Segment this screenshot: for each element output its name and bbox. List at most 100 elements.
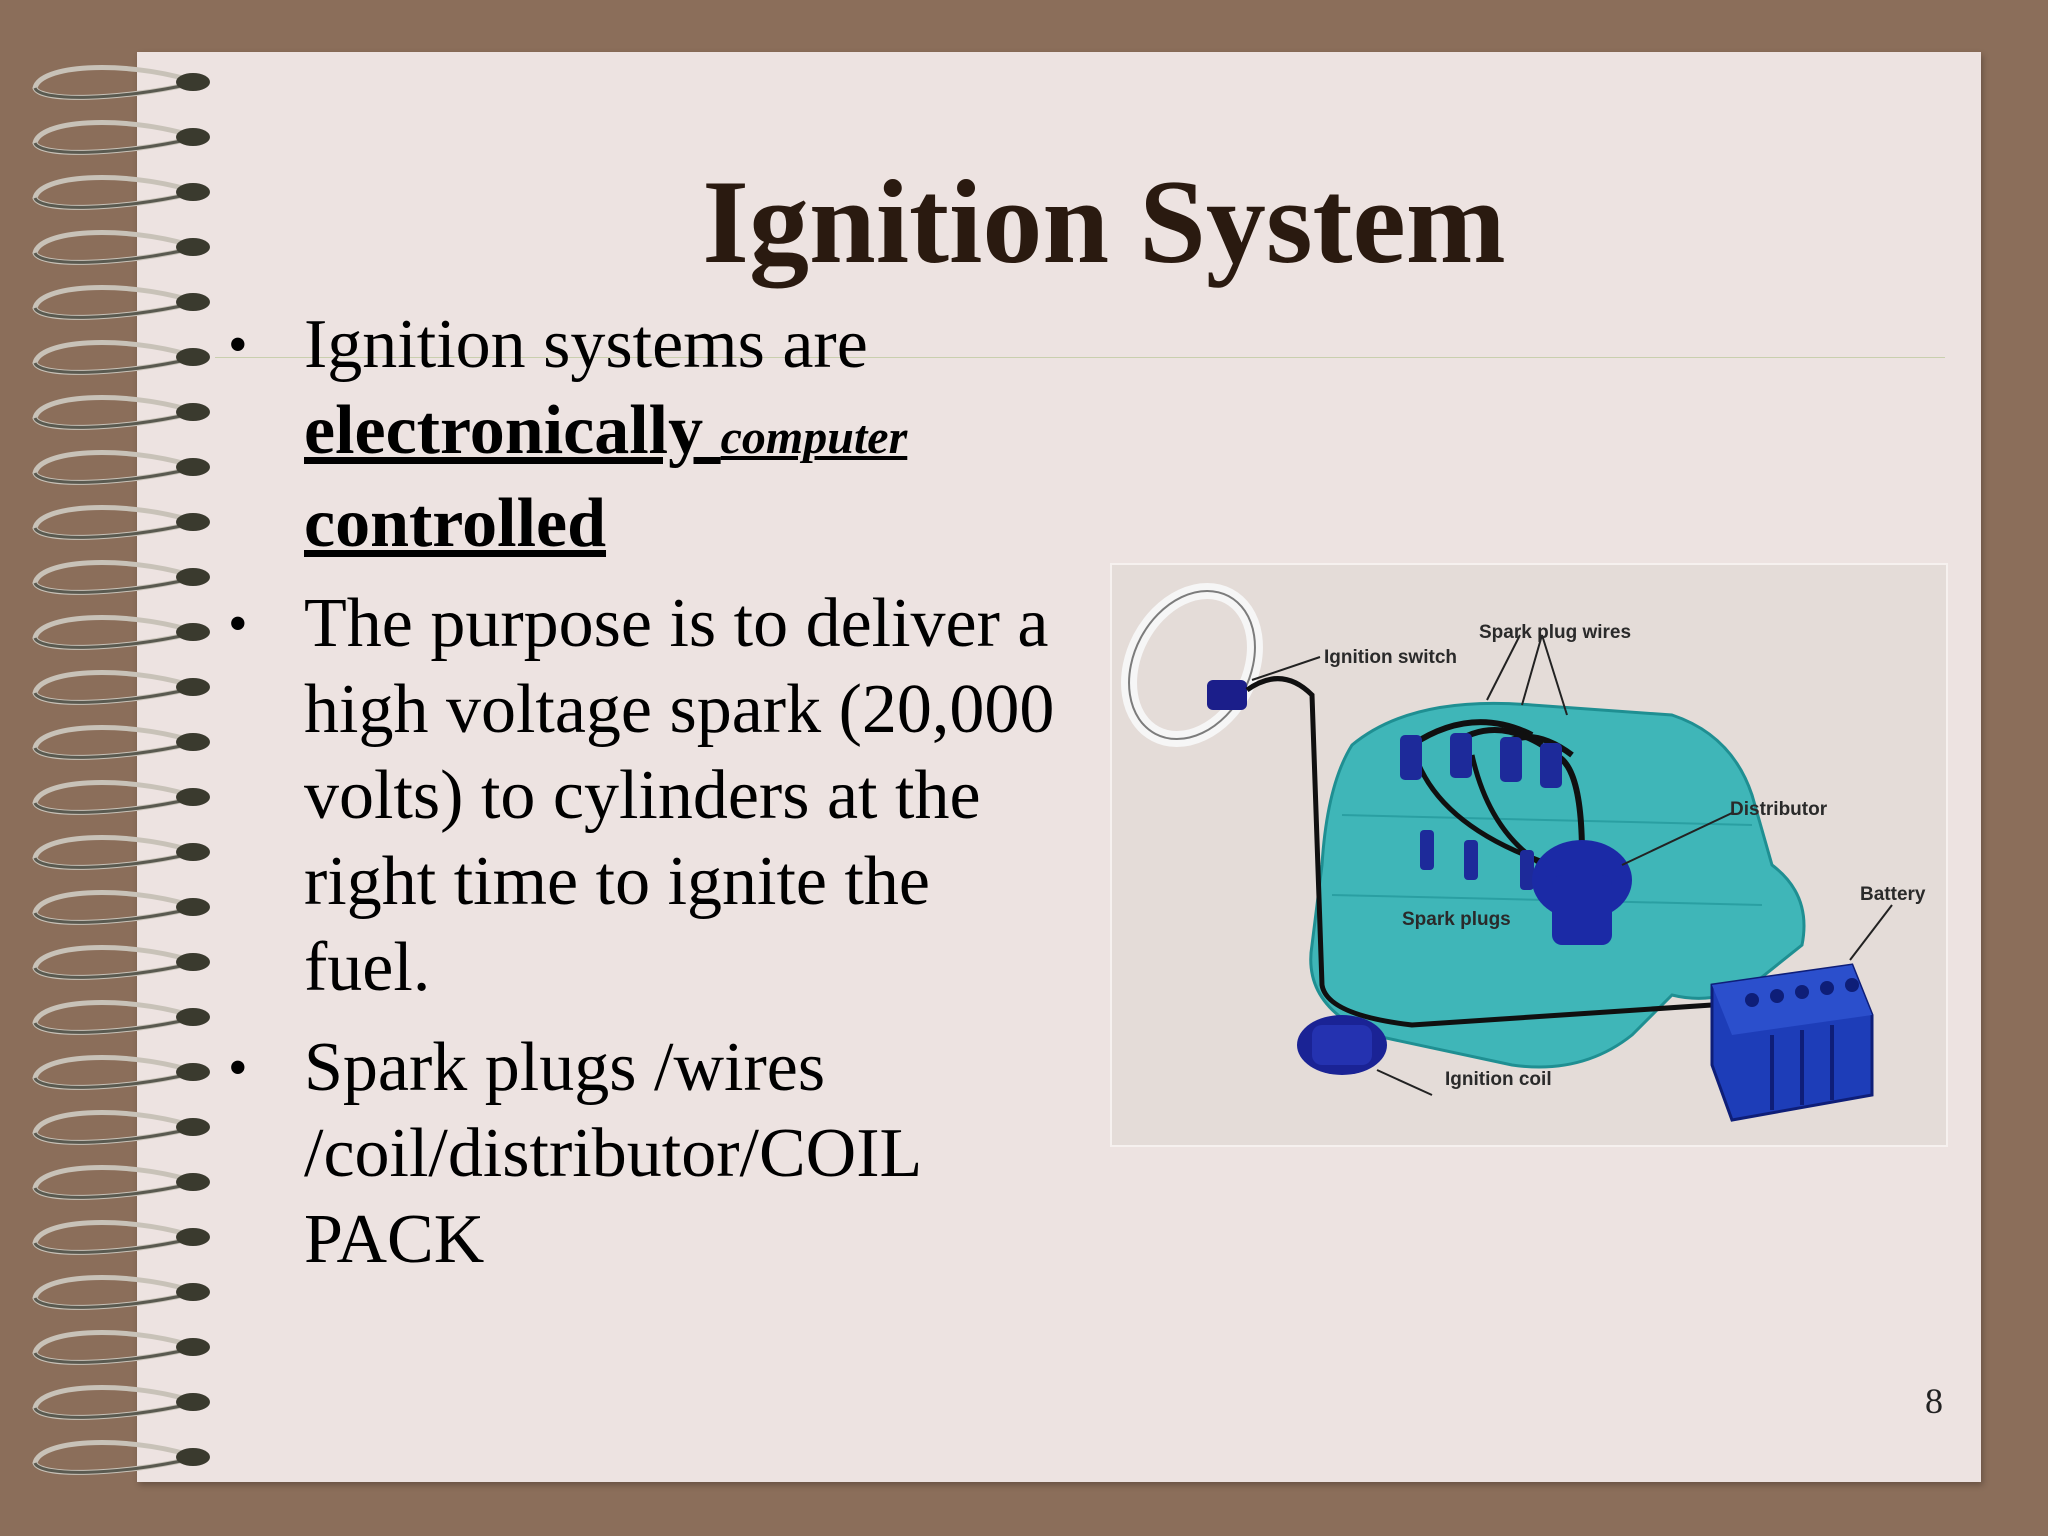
binding-hole [176, 348, 210, 366]
notebook-spiral-binding [32, 65, 210, 1475]
binding-hole [176, 73, 210, 91]
binding-hole [176, 1448, 210, 1466]
binding-hole [176, 183, 210, 201]
binding-hole [176, 1173, 210, 1191]
spiral-ring-shadow [33, 137, 191, 154]
spiral-ring-shadow [33, 577, 191, 594]
label-battery: Battery [1860, 884, 1926, 905]
spiral-ring-shadow [33, 1127, 191, 1144]
spiral-ring [32, 725, 191, 760]
spiral-ring [32, 1055, 191, 1090]
spiral-ring [32, 1385, 191, 1420]
spiral-ring [32, 1440, 191, 1475]
spiral-ring-shadow [33, 1292, 191, 1309]
binding-hole [176, 293, 210, 311]
binding-hole [176, 788, 210, 806]
bullet-marker: • [228, 1037, 248, 1099]
spiral-ring [32, 120, 191, 155]
spiral-ring-shadow [33, 962, 191, 979]
distributor-component [1532, 840, 1632, 945]
bullet-item-2: • The purpose is to deliver a high volta… [220, 581, 1060, 1011]
binding-hole [176, 128, 210, 146]
ignition-system-diagram: Ignition switch Spark plug wires Distrib… [1110, 563, 1948, 1147]
spiral-ring [32, 450, 191, 485]
spiral-ring [32, 285, 191, 320]
bullet-1-emphasis-controlled: controlled [304, 485, 607, 562]
spiral-ring-shadow [33, 1237, 191, 1254]
spiral-ring-shadow [33, 522, 191, 539]
binding-hole [176, 458, 210, 476]
spiral-ring-shadow [33, 742, 191, 759]
spiral-ring [32, 890, 191, 925]
spiral-ring [32, 1000, 191, 1035]
spiral-ring [32, 945, 191, 980]
spiral-ring [32, 1220, 191, 1255]
binding-hole [176, 843, 210, 861]
spiral-ring [32, 560, 191, 595]
spiral-ring-shadow [33, 192, 191, 209]
binding-hole [176, 1283, 210, 1301]
spiral-ring-shadow [33, 467, 191, 484]
spiral-ring-shadow [33, 1182, 191, 1199]
spiral-ring-shadow [33, 412, 191, 429]
spiral-ring-shadow [33, 687, 191, 704]
ignition-coil-component [1297, 1015, 1387, 1075]
spiral-ring [32, 1330, 191, 1365]
binding-hole [176, 513, 210, 531]
bullet-1-emphasis-computer: computer [720, 411, 908, 464]
bullet-1-text: Ignition systems are [304, 306, 868, 383]
bullet-marker: • [228, 593, 248, 655]
spiral-ring [32, 505, 191, 540]
spiral-ring [32, 1275, 191, 1310]
label-ignition-switch: Ignition switch [1324, 647, 1457, 668]
steering-wheel-icon [1121, 582, 1263, 748]
binding-hole [176, 1338, 210, 1356]
spiral-ring-shadow [33, 797, 191, 814]
spiral-ring [32, 670, 191, 705]
spiral-ring-shadow [33, 852, 191, 869]
label-spark-plug-wires: Spark plug wires [1479, 622, 1631, 643]
spiral-ring-shadow [33, 302, 191, 319]
binding-hole [176, 623, 210, 641]
spiral-ring-shadow [33, 82, 191, 99]
spiral-ring [32, 835, 191, 870]
bullet-item-1: • Ignition systems are electronically co… [220, 302, 1060, 567]
page-number: 8 [1925, 1381, 1943, 1421]
bullet-3-text: Spark plugs /wires /coil/distributor/COI… [304, 1029, 920, 1278]
spiral-ring-shadow [33, 357, 191, 374]
binding-hole [176, 953, 210, 971]
spiral-ring-shadow [33, 1347, 191, 1364]
bullet-item-3: • Spark plugs /wires /coil/distributor/C… [220, 1025, 1060, 1283]
spiral-ring-shadow [33, 1017, 191, 1034]
binding-hole [176, 678, 210, 696]
binding-hole [176, 1008, 210, 1026]
bullet-2-text: The purpose is to deliver a high voltage… [304, 585, 1055, 1006]
spiral-ring [32, 615, 191, 650]
slide-title: Ignition System [702, 155, 1506, 288]
spiral-ring-shadow [33, 247, 191, 264]
binding-hole [176, 1118, 210, 1136]
bullet-marker: • [228, 314, 248, 376]
spiral-ring [32, 1165, 191, 1200]
spiral-ring-shadow [33, 907, 191, 924]
binding-hole [176, 898, 210, 916]
spiral-ring-shadow [33, 1402, 191, 1419]
label-ignition-coil: Ignition coil [1445, 1069, 1552, 1090]
bullet-list: • Ignition systems are electronically co… [220, 302, 1060, 1297]
spiral-ring-shadow [33, 1457, 191, 1474]
binding-hole [176, 1063, 210, 1081]
spiral-ring [32, 65, 191, 100]
title-divider [215, 357, 1945, 358]
binding-hole [176, 403, 210, 421]
battery-component [1710, 963, 1874, 1122]
binding-hole [176, 568, 210, 586]
spiral-ring [32, 340, 191, 375]
spiral-ring [32, 395, 191, 430]
spiral-ring [32, 1110, 191, 1145]
spiral-ring-shadow [33, 632, 191, 649]
spiral-ring-shadow [33, 1072, 191, 1089]
bullet-1-emphasis-electronically: electronically [304, 392, 721, 469]
spiral-ring [32, 780, 191, 815]
binding-hole [176, 733, 210, 751]
label-distributor: Distributor [1730, 799, 1828, 820]
